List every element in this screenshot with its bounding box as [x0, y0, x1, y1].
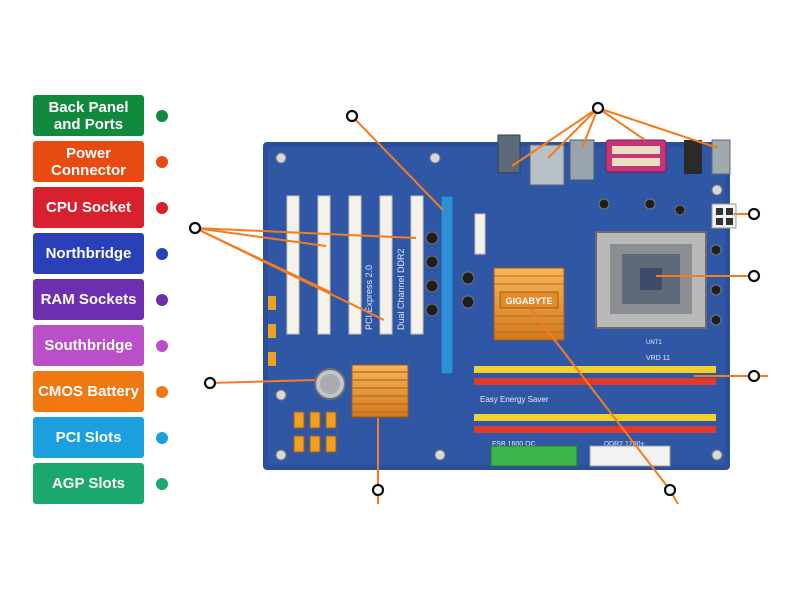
- label-back-panel-and-ports[interactable]: Back Panel and Ports: [33, 95, 144, 136]
- capacitors: [425, 198, 722, 326]
- label-pci-slots[interactable]: PCI Slots: [33, 417, 144, 458]
- silkscreen-fsb: FSB 1600 OC: [492, 441, 536, 448]
- label-text: CPU Socket: [45, 199, 132, 216]
- label-dot-pci-slots: [156, 432, 168, 444]
- drop-target-back-panel[interactable]: [591, 101, 605, 115]
- label-power-connector[interactable]: Power Connector: [33, 141, 144, 182]
- pcie-x1-slot: [474, 213, 486, 255]
- northbridge-heatsink: GIGABYTE: [493, 267, 565, 341]
- silkscreen-unt: UNT1: [646, 340, 662, 346]
- pci-slots: [286, 195, 424, 335]
- ram-sockets: [474, 366, 716, 433]
- drop-target-pcie-slot[interactable]: [345, 109, 359, 123]
- cmos-battery: [314, 368, 346, 400]
- label-dot-cpu-socket: [156, 202, 168, 214]
- silkscreen-energy-saver: Easy Energy Saver: [480, 395, 549, 404]
- svg-text:PCI Express 2.0: PCI Express 2.0: [364, 265, 374, 330]
- label-text: Power Connector: [51, 144, 126, 179]
- drop-target-power-connector[interactable]: [747, 207, 761, 221]
- ide-connector: [490, 445, 578, 467]
- label-text: Northbridge: [45, 245, 132, 262]
- drop-target-ram-sockets[interactable]: [747, 369, 761, 383]
- label-text: PCI Slots: [55, 429, 122, 446]
- pcie-x16-slot: [440, 195, 454, 375]
- silkscreen-vertical: PCI Express 2.0 Dual Channel DDR2: [364, 248, 406, 330]
- label-dot-back-panel: [156, 110, 168, 122]
- label-dot-power-connector: [156, 156, 168, 168]
- label-text: AGP Slots: [51, 475, 126, 492]
- label-text: Southbridge: [44, 337, 133, 354]
- label-agp-slots[interactable]: AGP Slots: [33, 463, 144, 504]
- label-dot-agp-slots: [156, 478, 168, 490]
- atx-24pin-connector: [589, 445, 671, 467]
- brand-logo-text: GIGABYTE: [505, 296, 552, 306]
- sata-ports: [293, 411, 337, 453]
- silkscreen-vrd: VRD 11: [646, 355, 670, 362]
- drop-target-pci-slots[interactable]: [188, 221, 202, 235]
- drop-target-cmos-battery[interactable]: [203, 376, 217, 390]
- label-text: RAM Sockets: [40, 291, 137, 308]
- drop-target-southbridge[interactable]: [371, 483, 385, 497]
- fan-headers: [268, 296, 276, 366]
- label-ram-sockets[interactable]: RAM Sockets: [33, 279, 144, 320]
- mounting-holes: [275, 152, 723, 461]
- label-cpu-socket[interactable]: CPU Socket: [33, 187, 144, 228]
- power-connector-4pin: [711, 203, 737, 229]
- cpu-socket: [595, 231, 707, 329]
- label-dot-cmos-battery: [156, 386, 168, 398]
- label-cmos-battery[interactable]: CMOS Battery: [33, 371, 144, 412]
- drop-target-cpu-socket[interactable]: [747, 269, 761, 283]
- label-northbridge[interactable]: Northbridge: [33, 233, 144, 274]
- southbridge-heatsink: [351, 364, 409, 418]
- label-southbridge[interactable]: Southbridge: [33, 325, 144, 366]
- label-text: CMOS Battery: [38, 383, 139, 400]
- back-panel-ports: [497, 134, 731, 186]
- silkscreen-ddr2: DDR2 1200+: [604, 441, 645, 448]
- svg-text:Dual Channel DDR2: Dual Channel DDR2: [396, 248, 406, 330]
- label-dot-northbridge: [156, 248, 168, 260]
- label-dot-southbridge: [156, 340, 168, 352]
- drop-targets: [188, 101, 761, 497]
- label-dot-ram-sockets: [156, 294, 168, 306]
- label-text: Back Panel and Ports: [48, 98, 129, 133]
- drop-target-northbridge[interactable]: [663, 483, 677, 497]
